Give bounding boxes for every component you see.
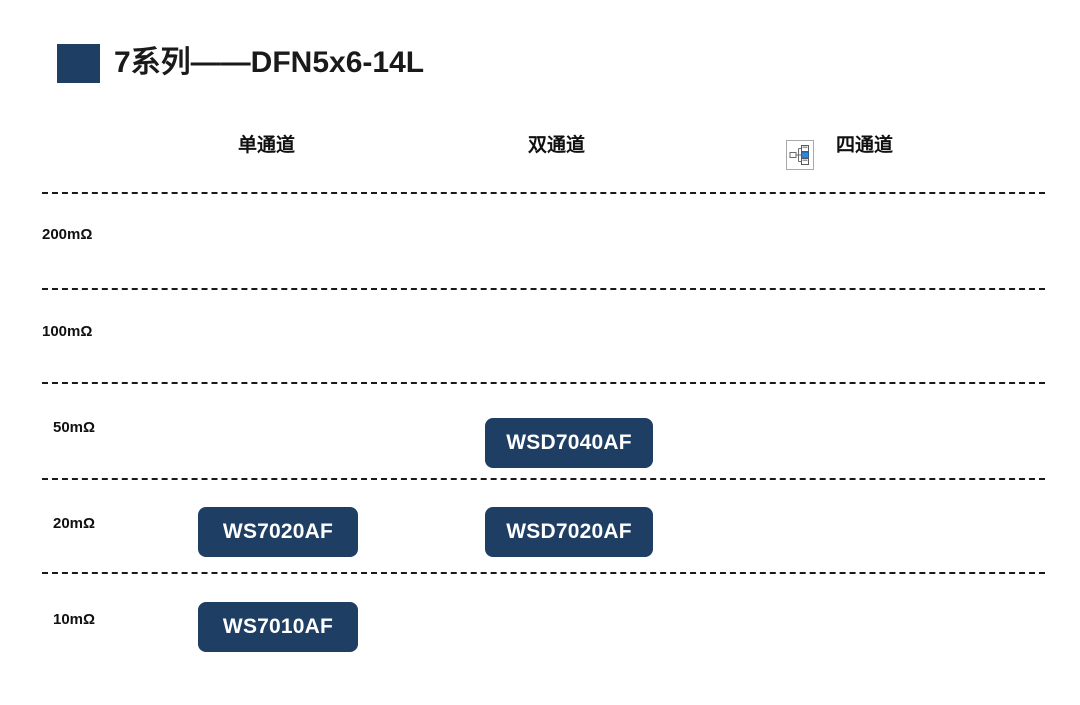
- row-label-200mohm: 200mΩ: [42, 226, 93, 243]
- column-header-dual-channel: 双通道: [528, 135, 586, 156]
- row-divider: [42, 382, 1045, 384]
- column-header-quad-channel: 四通道: [836, 135, 894, 156]
- product-chip-ws7010af[interactable]: WS7010AF: [198, 602, 358, 652]
- product-chip-ws7020af[interactable]: WS7020AF: [198, 507, 358, 557]
- column-header-single-channel: 单通道: [238, 135, 296, 156]
- row-label-100mohm: 100mΩ: [42, 323, 93, 340]
- row-divider: [42, 478, 1045, 480]
- row-label-20mohm: 20mΩ: [53, 515, 96, 532]
- broken-image-placeholder-icon: [786, 140, 814, 170]
- row-divider: [42, 572, 1045, 574]
- page-title: 7系列——DFN5x6-14L: [57, 42, 424, 84]
- title-text: 7系列——DFN5x6-14L: [114, 46, 425, 79]
- product-chip-wsd7020af[interactable]: WSD7020AF: [485, 507, 653, 557]
- row-divider: [42, 288, 1045, 290]
- title-accent-square: [57, 43, 100, 83]
- product-chip-wsd7040af[interactable]: WSD7040AF: [485, 418, 653, 468]
- row-divider: [42, 192, 1045, 194]
- row-label-10mohm: 10mΩ: [53, 611, 96, 628]
- row-label-50mohm: 50mΩ: [53, 419, 96, 436]
